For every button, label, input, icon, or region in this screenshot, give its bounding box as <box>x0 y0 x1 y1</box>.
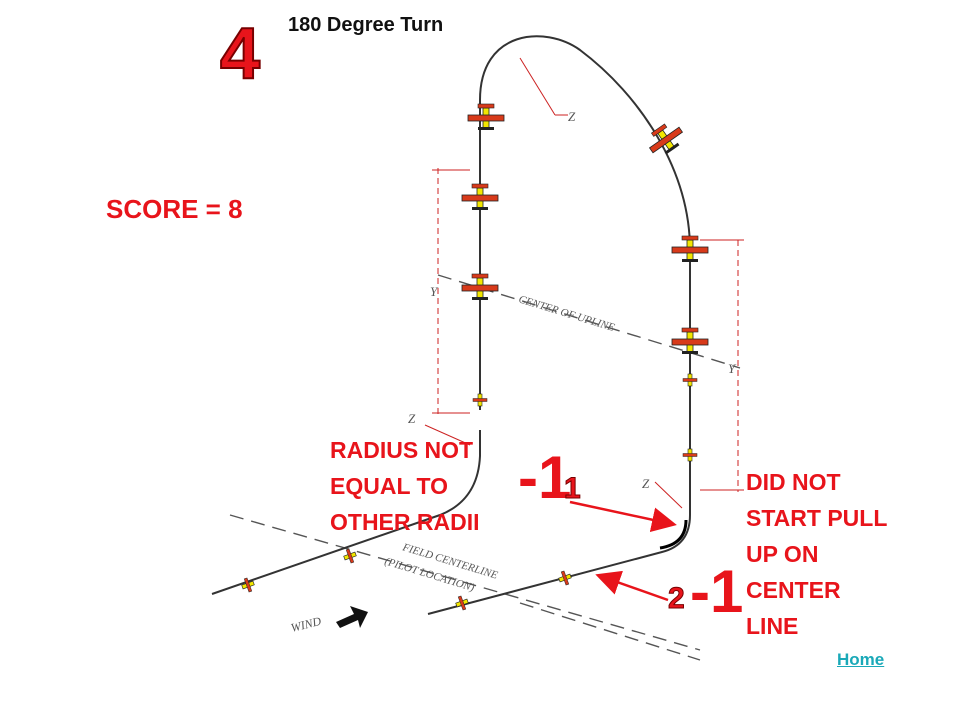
score-label: SCORE = 8 <box>106 194 243 224</box>
y-dimension-right <box>700 239 744 492</box>
y-dimension-left <box>432 168 470 415</box>
note-line: LINE <box>746 613 799 639</box>
note-line: UP ON <box>746 541 819 567</box>
note-line: DID NOT <box>746 469 841 495</box>
airplane-icon <box>556 569 574 587</box>
figure-number: 4 <box>219 14 261 94</box>
deduction-2-arrow <box>595 570 669 602</box>
airplane-icon <box>671 327 709 355</box>
note-line: RADIUS NOT <box>330 437 474 463</box>
pullup-deduction-note: DID NOT START PULL UP ON CENTER LINE <box>746 464 887 644</box>
deduction-2-value: -1 <box>690 558 744 625</box>
z-label: Z <box>408 411 416 426</box>
center-of-upline-label: CENTER OF UPLINE <box>517 293 616 334</box>
airplane-icon <box>472 393 488 407</box>
y-label: Y <box>728 361 737 376</box>
z-label: Z <box>642 476 650 491</box>
airplane-icon <box>461 183 499 211</box>
airplane-icon <box>461 273 499 301</box>
note-line: EQUAL TO <box>330 473 448 499</box>
z-markers <box>424 57 683 509</box>
flight-path-corner-highlight <box>659 519 688 550</box>
radius-deduction-note: RADIUS NOT EQUAL TO OTHER RADII <box>330 432 480 540</box>
airplane-icon <box>467 103 505 131</box>
deduction-1-value: -1 <box>518 444 572 511</box>
airplane-icon <box>453 594 471 612</box>
deduction-1-index: 1 <box>564 472 582 506</box>
flight-path <box>211 35 691 615</box>
note-line: START PULL <box>746 505 888 531</box>
airplane-icon <box>682 448 698 462</box>
z-label: Z <box>568 109 576 124</box>
wind-arrow-icon <box>336 606 368 628</box>
deduction-2-index: 2 <box>668 582 686 616</box>
wind-label: WIND <box>289 614 322 635</box>
note-line: CENTER <box>746 577 841 603</box>
page-title: 180 Degree Turn <box>288 14 444 36</box>
home-link[interactable]: Home <box>837 650 885 669</box>
note-line: OTHER RADII <box>330 509 480 535</box>
airplane-icon <box>682 373 698 387</box>
airplane-icon <box>341 547 359 565</box>
y-label: Y <box>430 284 439 299</box>
field-centerline-dashes <box>229 514 701 661</box>
deduction-1-arrow <box>569 500 677 533</box>
